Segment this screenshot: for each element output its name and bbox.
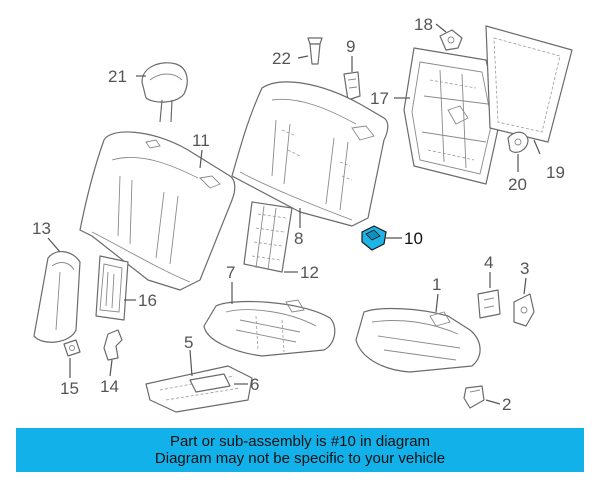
part-14-bracket [103, 329, 123, 361]
callout-10: 10 [404, 229, 423, 248]
part-1-seat-cushion [355, 307, 481, 373]
callout-12: 12 [300, 263, 319, 282]
callout-20: 20 [508, 175, 527, 194]
part-8-seat-back-right [231, 81, 389, 227]
callout-6: 6 [250, 375, 259, 394]
part-12-panel [243, 201, 293, 273]
part-3-hinge [513, 293, 535, 327]
part-9-clip [343, 71, 361, 101]
part-13-side-bolster [33, 251, 81, 343]
part-18-bracket [439, 29, 463, 51]
part-19-rear-panel [485, 25, 573, 143]
part-22-guide-sleeve [307, 37, 323, 65]
leader-lines [47, 23, 541, 405]
callout-19: 19 [546, 163, 565, 182]
part-7-seat-cushion [203, 299, 336, 357]
callout-4: 4 [484, 253, 493, 272]
part-10-latch-highlighted [361, 225, 387, 251]
callout-13: 13 [32, 219, 51, 238]
callout-17: 17 [370, 89, 389, 108]
part-20-grommet [507, 131, 529, 153]
part-11-seat-back-left [79, 131, 236, 291]
callout-2: 2 [502, 395, 511, 414]
callout-11: 11 [192, 131, 210, 150]
callout-18: 18 [414, 15, 433, 34]
part-21-headrest [141, 62, 188, 123]
callout-14: 14 [100, 377, 119, 396]
callout-8: 8 [294, 229, 303, 248]
info-banner: Part or sub-assembly is #10 in diagram D… [16, 428, 584, 472]
callout-16: 16 [138, 291, 157, 310]
callout-15: 15 [60, 379, 79, 398]
banner-line-disclaimer: Diagram may not be specific to your vehi… [154, 450, 446, 467]
part-6-bracket [189, 373, 231, 393]
part-17-back-frame [403, 47, 501, 185]
callout-7: 7 [226, 263, 235, 282]
callout-5: 5 [184, 333, 193, 352]
part-15-grommet [63, 339, 81, 357]
part-16-bolster-frame [95, 255, 129, 321]
callout-1: 1 [432, 275, 441, 294]
callout-22: 22 [272, 49, 291, 68]
parts-diagram: 21 22 9 18 17 19 20 11 8 10 12 13 16 14 … [32, 15, 573, 414]
part-2-clip [463, 385, 485, 409]
part-4-bracket [477, 289, 501, 319]
callout-9: 9 [346, 37, 355, 56]
banner-line-part: Part or sub-assembly is #10 in diagram [169, 433, 431, 450]
callout-3: 3 [520, 259, 529, 278]
callout-21: 21 [108, 67, 127, 86]
